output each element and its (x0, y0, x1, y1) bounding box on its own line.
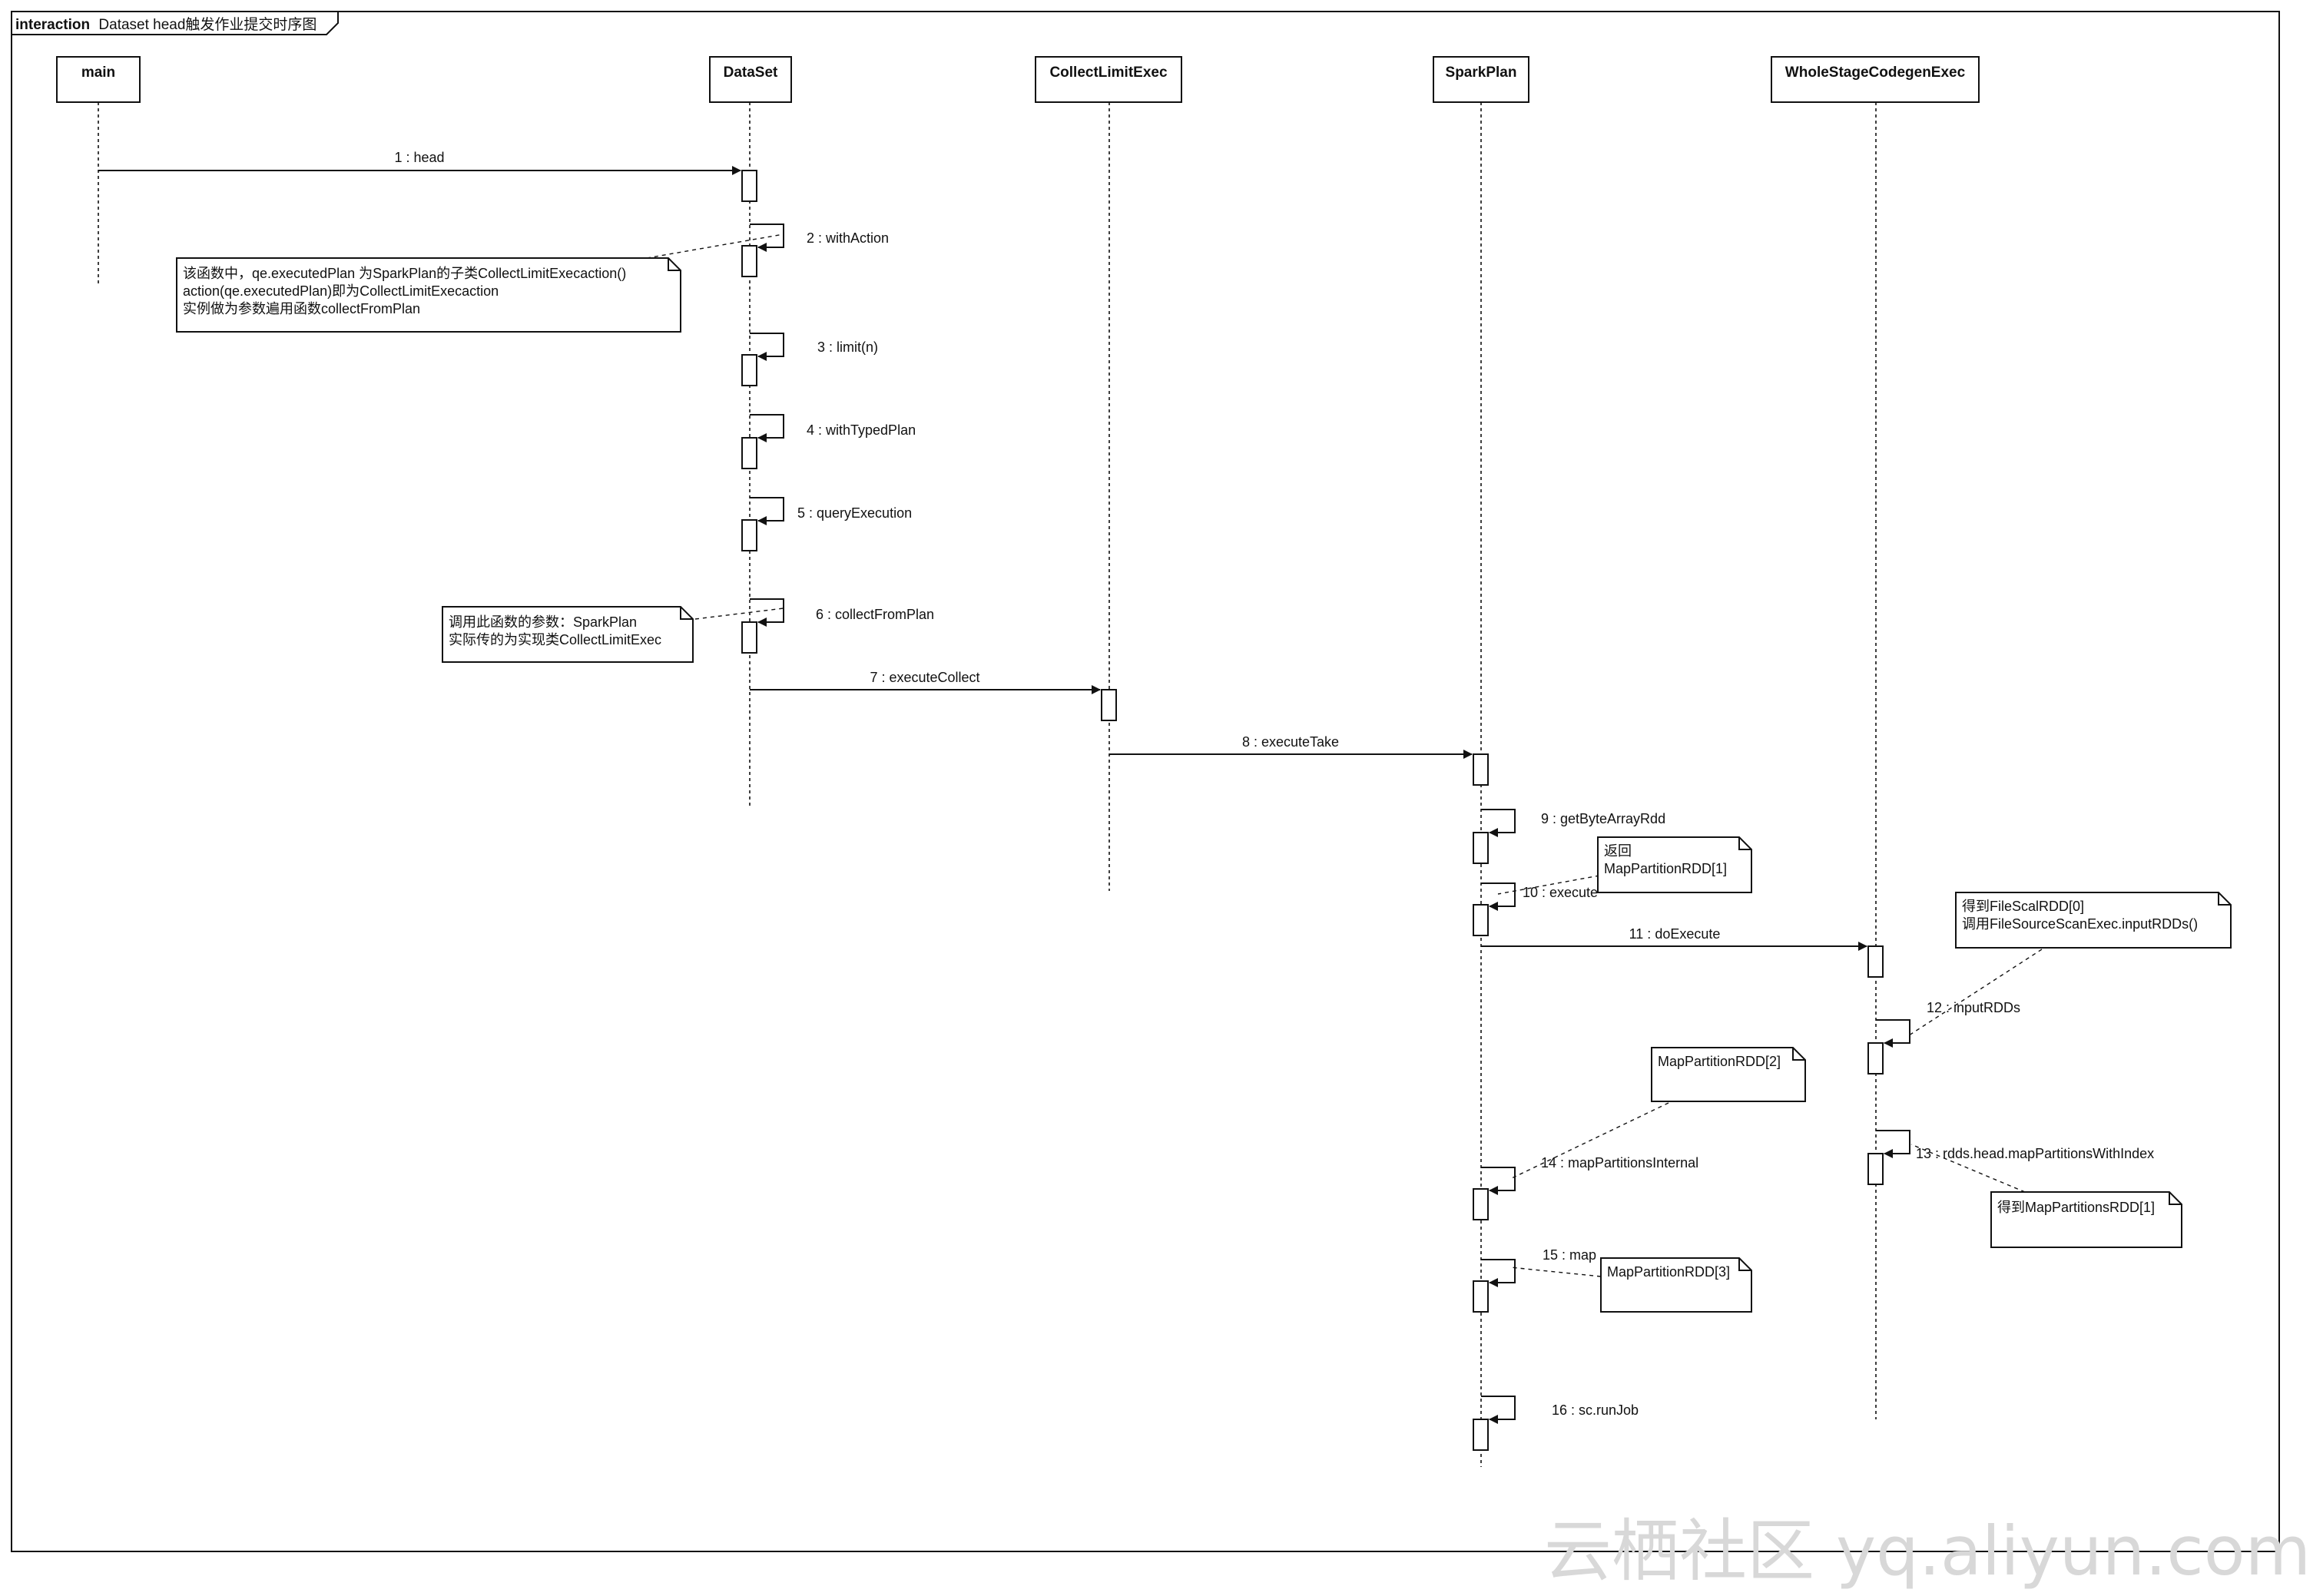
message-arrow-13 (1876, 1130, 1910, 1158)
message-label-7: 7 : executeCollect (870, 670, 979, 685)
message-label-4: 4 : withTypedPlan (807, 422, 916, 438)
note-6[interactable]: 得到MapPartitionsRDD[1] (1990, 1191, 2182, 1248)
note-connector-5 (1511, 1102, 1669, 1179)
message-arrow-16 (1481, 1396, 1516, 1424)
participant-collectlimitexec[interactable]: CollectLimitExec (1035, 56, 1182, 103)
message-labels: 1 : head 2 : withAction 3 : limit(n) 4 :… (394, 150, 2154, 1418)
note-connector-2 (694, 608, 784, 620)
message-label-6: 6 : collectFromPlan (816, 607, 934, 622)
activation-bar (1101, 689, 1117, 721)
note-4[interactable]: 得到FileScalRDD[0] 调用FileSourceScanExec.in… (1955, 892, 2232, 949)
note-1-line-1: 该函数中，qe.executedPlan 为SparkPlan的子类Collec… (183, 266, 626, 281)
message-label-13: 13 : rdds.head.mapPartitionsWithIndex (1916, 1146, 2154, 1161)
note-3[interactable]: 返回 MapPartitionRDD[1] (1597, 836, 1752, 893)
message-label-8: 8 : executeTake (1242, 734, 1339, 750)
participant-main[interactable]: main (56, 56, 141, 103)
participant-label: CollectLimitExec (1049, 65, 1168, 81)
message-arrow-15 (1481, 1259, 1516, 1287)
message-label-3: 3 : limit(n) (817, 339, 878, 355)
message-arrow-3 (750, 333, 784, 361)
message-arrow-12 (1876, 1019, 1910, 1048)
messages (98, 166, 1910, 1424)
note-4-line-2: 调用FileSourceScanExec.inputRDDs() (1962, 916, 2198, 932)
participant-dataset[interactable]: DataSet (709, 56, 792, 103)
message-label-16: 16 : sc.runJob (1552, 1402, 1639, 1418)
activation-bar (741, 354, 757, 386)
note-1[interactable]: 该函数中，qe.executedPlan 为SparkPlan的子类Collec… (176, 257, 681, 333)
message-label-14: 14 : mapPartitionsInternal (1541, 1155, 1698, 1171)
message-label-10: 10 : execute (1523, 885, 1598, 900)
note-2-line-1: 调用此函数的参数：SparkPlan (449, 614, 637, 630)
note-connector-7 (1509, 1267, 1602, 1277)
activation-bar (1473, 753, 1489, 786)
participant-label: DataSet (724, 65, 778, 81)
frame-title: Dataset head触发作业提交时序图 (98, 16, 316, 33)
note-7[interactable]: MapPartitionRDD[3] (1600, 1257, 1752, 1313)
participant-sparkplan[interactable]: SparkPlan (1433, 56, 1529, 103)
activation-bar (741, 621, 757, 654)
note-1-line-2: action(qe.executedPlan)即为CollectLimitExe… (183, 283, 499, 299)
note-2[interactable]: 调用此函数的参数：SparkPlan 实际传的为实现类CollectLimitE… (442, 606, 694, 663)
message-arrow-6 (750, 598, 784, 627)
message-label-12: 12 : inputRDDs (1927, 1000, 2020, 1015)
activation-bar (1867, 1042, 1884, 1074)
participant-label: SparkPlan (1446, 65, 1517, 81)
note-connectors (646, 233, 2043, 1277)
note-2-line-2: 实际传的为实现类CollectLimitExec (449, 632, 661, 647)
message-label-1: 1 : head (394, 150, 444, 165)
note-7-line-1: MapPartitionRDD[3] (1607, 1264, 1730, 1280)
participant-label: main (81, 65, 115, 81)
message-label-11: 11 : doExecute (1629, 926, 1721, 942)
activation-bar (1473, 1280, 1489, 1313)
message-arrow-9 (1481, 809, 1516, 837)
participant-label: WholeStageCodegenExec (1785, 65, 1966, 81)
svg-text:interaction Dataset head: interaction Dataset head触发作业提交时序图 (15, 16, 316, 33)
activation-bar (1473, 1188, 1489, 1220)
message-label-5: 5 : queryExecution (797, 505, 912, 521)
activation-bar (1473, 1419, 1489, 1451)
activation-bar (1867, 1153, 1884, 1185)
activation-bar (741, 519, 757, 551)
watermark-text: 云栖社区 yq.aliyun.com (1544, 1512, 2311, 1591)
activation-bar (741, 170, 757, 202)
note-connector-4 (1906, 949, 2043, 1038)
note-4-line-1: 得到FileScalRDD[0] (1962, 899, 2084, 914)
activation-bar (1867, 945, 1884, 978)
interaction-frame: interaction Dataset head触发作业提交时序图 (11, 11, 2280, 1552)
activation-bar (1473, 904, 1489, 936)
message-arrow-5 (750, 497, 784, 525)
activation-bar (1473, 832, 1489, 864)
message-arrow-4 (750, 414, 784, 442)
message-label-9: 9 : getByteArrayRdd (1541, 811, 1665, 826)
note-3-line-2: MapPartitionRDD[1] (1604, 861, 1727, 876)
message-arrow-14 (1481, 1167, 1516, 1195)
activation-bar (741, 245, 757, 277)
note-connector-6 (1910, 1144, 2026, 1193)
message-label-15: 15 : map (1543, 1247, 1596, 1263)
activation-bar (741, 437, 757, 469)
note-3-line-1: 返回 (1604, 843, 1632, 859)
note-1-line-3: 实例做为参数遍用函数collectFromPlan (183, 301, 420, 316)
message-arrow-2 (750, 224, 784, 252)
note-5-line-1: MapPartitionRDD[2] (1658, 1054, 1781, 1069)
note-6-line-1: 得到MapPartitionsRDD[1] (1997, 1200, 2155, 1215)
message-label-2: 2 : withAction (807, 230, 889, 246)
activation-bars (741, 170, 1884, 1451)
note-5[interactable]: MapPartitionRDD[2] (1651, 1047, 1806, 1102)
note-connector-1 (646, 233, 784, 259)
message-arrow-10 (1481, 882, 1516, 911)
participant-wholestage[interactable]: WholeStageCodegenExec (1771, 56, 1980, 103)
frame-keyword: interaction (15, 17, 90, 33)
